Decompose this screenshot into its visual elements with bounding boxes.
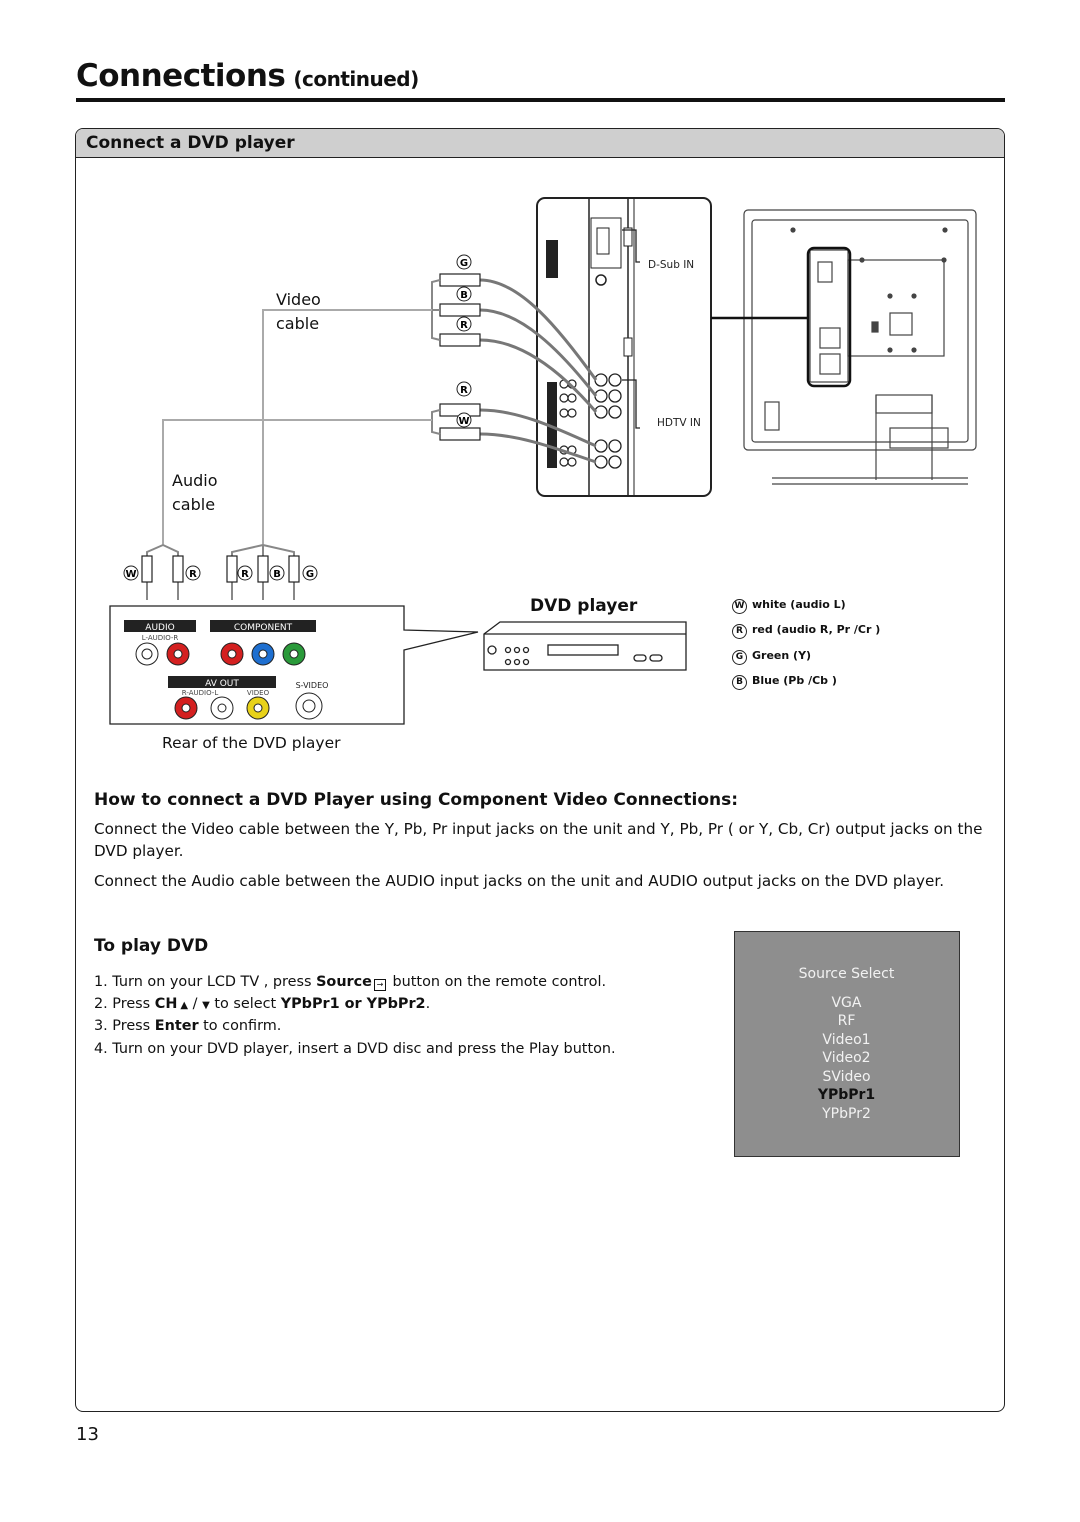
step-4: 4. Turn on your DVD player, insert a DVD… xyxy=(94,1041,616,1057)
dvd-player-label: DVD player xyxy=(530,596,638,616)
audio-cable-label-1: Audio xyxy=(172,471,218,490)
panel-svideo-label: S-VIDEO xyxy=(296,681,329,690)
source-option-video1[interactable]: Video1 xyxy=(822,1032,871,1048)
how-paragraph-2: Connect the Audio cable between the AUDI… xyxy=(94,872,945,890)
svg-text:B: B xyxy=(273,569,281,580)
panel-component-label: COMPONENT xyxy=(234,623,293,633)
page-title: Connections (continued) xyxy=(76,58,419,94)
panel-av-sublabel: R-AUDIO-L xyxy=(182,689,219,697)
video-cable xyxy=(479,278,598,464)
title-rule xyxy=(76,98,1005,102)
tv-back-illustration xyxy=(743,209,977,485)
svg-text:G: G xyxy=(460,258,468,269)
panel-avout-label: AV OUT xyxy=(205,679,239,689)
cable-splits xyxy=(146,544,295,600)
how-paragraph-1: Connect the Video cable between the Y, P… xyxy=(94,820,983,860)
svg-text:W: W xyxy=(125,569,136,580)
source-menu-title: Source Select xyxy=(798,966,895,982)
how-heading: How to connect a DVD Player using Compon… xyxy=(94,790,739,810)
svg-text:B: B xyxy=(460,290,468,301)
down-arrow-icon: ▼ xyxy=(202,1000,210,1011)
content-frame xyxy=(75,128,1005,1412)
source-option-ypbpr2[interactable]: YPbPr2 xyxy=(822,1106,871,1122)
step-2: 2. Press CH▲ / ▼ to select YPbPr1 or YPb… xyxy=(94,996,431,1012)
plug-letters: W R R B G xyxy=(123,565,318,581)
dvd-rear-panel xyxy=(109,605,479,725)
panel-audio-label: AUDIO xyxy=(145,623,174,633)
step-1: 1. Turn on your LCD TV , press Source→ b… xyxy=(94,974,607,991)
audio-cable-label-2: cable xyxy=(172,495,216,514)
rca-plugs xyxy=(141,555,300,583)
source-select-menu: Source Select VGA RF Video1 Video2 SVide… xyxy=(734,931,960,1157)
video-cable-label-1: Video xyxy=(276,290,321,309)
up-arrow-icon: ▲ xyxy=(180,1000,189,1011)
step-3: 3. Press Enter to confirm. xyxy=(94,1018,282,1034)
svg-text:R: R xyxy=(241,569,249,580)
svg-text:W: W xyxy=(458,416,469,427)
source-option-svideo[interactable]: SVideo xyxy=(822,1069,871,1085)
source-icon: → xyxy=(373,979,386,991)
source-option-ypbpr1[interactable]: YPbPr1 xyxy=(817,1087,876,1103)
page-title-main: Connections xyxy=(76,58,286,94)
svg-text:R: R xyxy=(460,320,468,331)
page-title-sub: (continued) xyxy=(293,67,419,91)
page-number: 13 xyxy=(76,1424,99,1445)
svg-text:R: R xyxy=(460,385,468,396)
dvd-player-front xyxy=(483,621,687,671)
audio-cable-letters: R W xyxy=(456,381,472,428)
svg-text:R: R xyxy=(189,569,197,580)
section-title: Connect a DVD player xyxy=(86,133,295,153)
zoom-highlight xyxy=(806,246,852,388)
rear-caption: Rear of the DVD player xyxy=(162,734,341,752)
panel-audio-sublabel: L-AUDIO-R xyxy=(142,634,179,642)
source-option-rf[interactable]: RF xyxy=(837,1013,856,1029)
source-option-vga[interactable]: VGA xyxy=(831,995,862,1011)
play-heading: To play DVD xyxy=(94,936,209,956)
svg-text:G: G xyxy=(306,569,314,580)
video-cable-letters: G B R xyxy=(456,254,472,332)
hdtv-in-label: HDTV IN xyxy=(657,417,701,429)
video-cable-label-2: cable xyxy=(276,314,320,333)
tv-jack-panel xyxy=(536,197,712,497)
dsub-in-label: D-Sub IN xyxy=(648,259,694,271)
panel-video-sublabel: VIDEO xyxy=(247,689,270,697)
source-option-video2[interactable]: Video2 xyxy=(822,1050,871,1066)
section-bar xyxy=(76,129,1004,158)
connection-diagram: D-Sub IN HDTV IN xyxy=(109,197,977,725)
